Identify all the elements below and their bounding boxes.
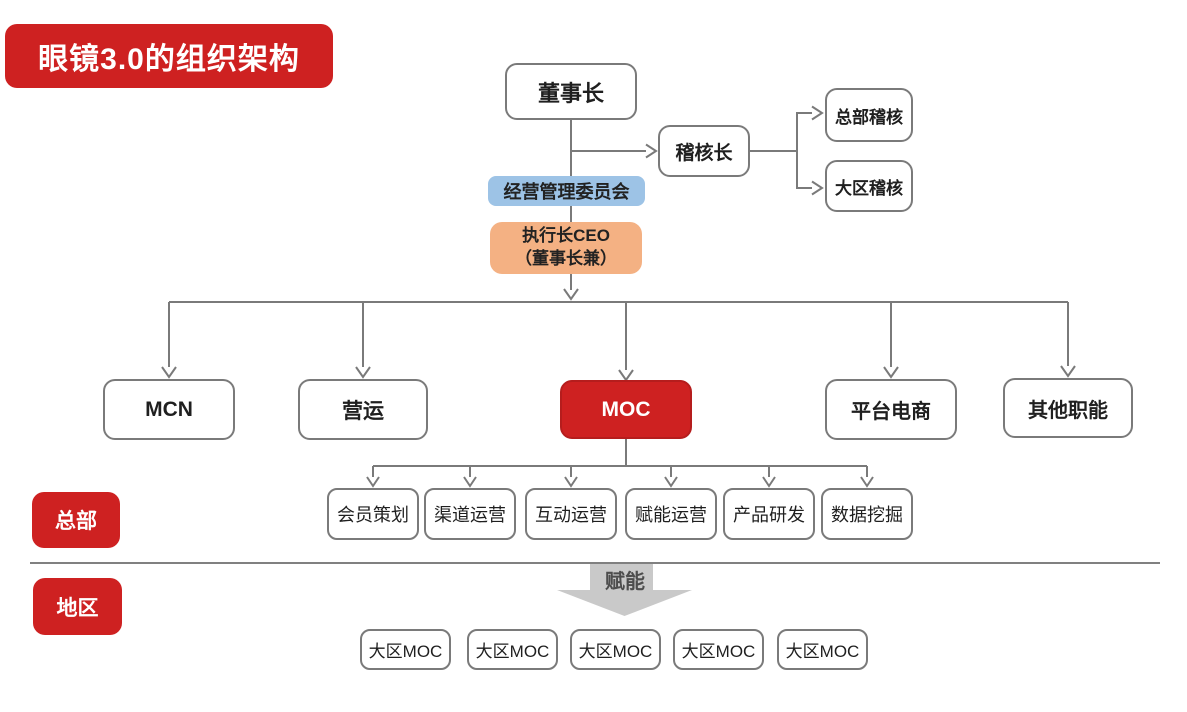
node-division-moc: MOC (560, 380, 692, 439)
arrowhead-dept-1 (366, 476, 380, 488)
label-headquarters: 总部 (32, 492, 120, 548)
arrowhead-ceo-main (563, 288, 579, 301)
node-committee: 经营管理委员会 (488, 176, 645, 206)
node-regional-moc-4: 大区MOC (673, 629, 764, 670)
arrowhead-operations (355, 366, 371, 379)
node-dept-interactive-operations: 互动运营 (525, 488, 617, 540)
arrowhead-platform (883, 366, 899, 379)
node-hq-audit: 总部稽核 (825, 88, 913, 142)
arrowhead-audit-chief (645, 143, 658, 159)
arrowhead-other (1060, 365, 1076, 378)
node-dept-channel-operations: 渠道运营 (424, 488, 516, 540)
node-regional-moc-2: 大区MOC (467, 629, 558, 670)
arrowhead-dept-5 (762, 476, 776, 488)
arrowhead-mcn (161, 366, 177, 379)
node-regional-audit: 大区稽核 (825, 160, 913, 212)
node-division-platform-ecommerce: 平台电商 (825, 379, 957, 440)
arrowhead-dept-4 (664, 476, 678, 488)
label-region: 地区 (33, 578, 122, 635)
node-regional-moc-5: 大区MOC (777, 629, 868, 670)
node-ceo-line1: 执行长CEO (522, 226, 610, 246)
arrowhead-regional-audit (811, 180, 824, 196)
node-division-mcn: MCN (103, 379, 235, 440)
node-dept-product-rd: 产品研发 (723, 488, 815, 540)
arrowhead-dept-3 (564, 476, 578, 488)
arrowhead-dept-6 (860, 476, 874, 488)
arrowhead-hq-audit (811, 105, 824, 121)
page-title: 眼镜3.0的组织架构 (5, 24, 333, 88)
node-regional-moc-3: 大区MOC (570, 629, 661, 670)
node-division-other-functions: 其他职能 (1003, 378, 1133, 438)
node-division-operations: 营运 (298, 379, 428, 440)
node-ceo-line2: （董事长兼） (515, 249, 617, 268)
arrowhead-moc (618, 369, 634, 382)
node-dept-enablement-operations: 赋能运营 (625, 488, 717, 540)
enablement-arrow-label: 赋能 (605, 570, 645, 593)
node-dept-member-planning: 会员策划 (327, 488, 419, 540)
arrowhead-dept-2 (463, 476, 477, 488)
enablement-arrow (557, 564, 692, 616)
node-regional-moc-1: 大区MOC (360, 629, 451, 670)
line-audit-chief-junction (750, 112, 798, 189)
hq-region-divider (30, 562, 1160, 564)
node-dept-data-mining: 数据挖掘 (821, 488, 913, 540)
node-audit-chief: 稽核长 (658, 125, 750, 177)
node-ceo: 执行长CEO （董事长兼） (490, 222, 642, 274)
node-chairman: 董事长 (505, 63, 637, 120)
